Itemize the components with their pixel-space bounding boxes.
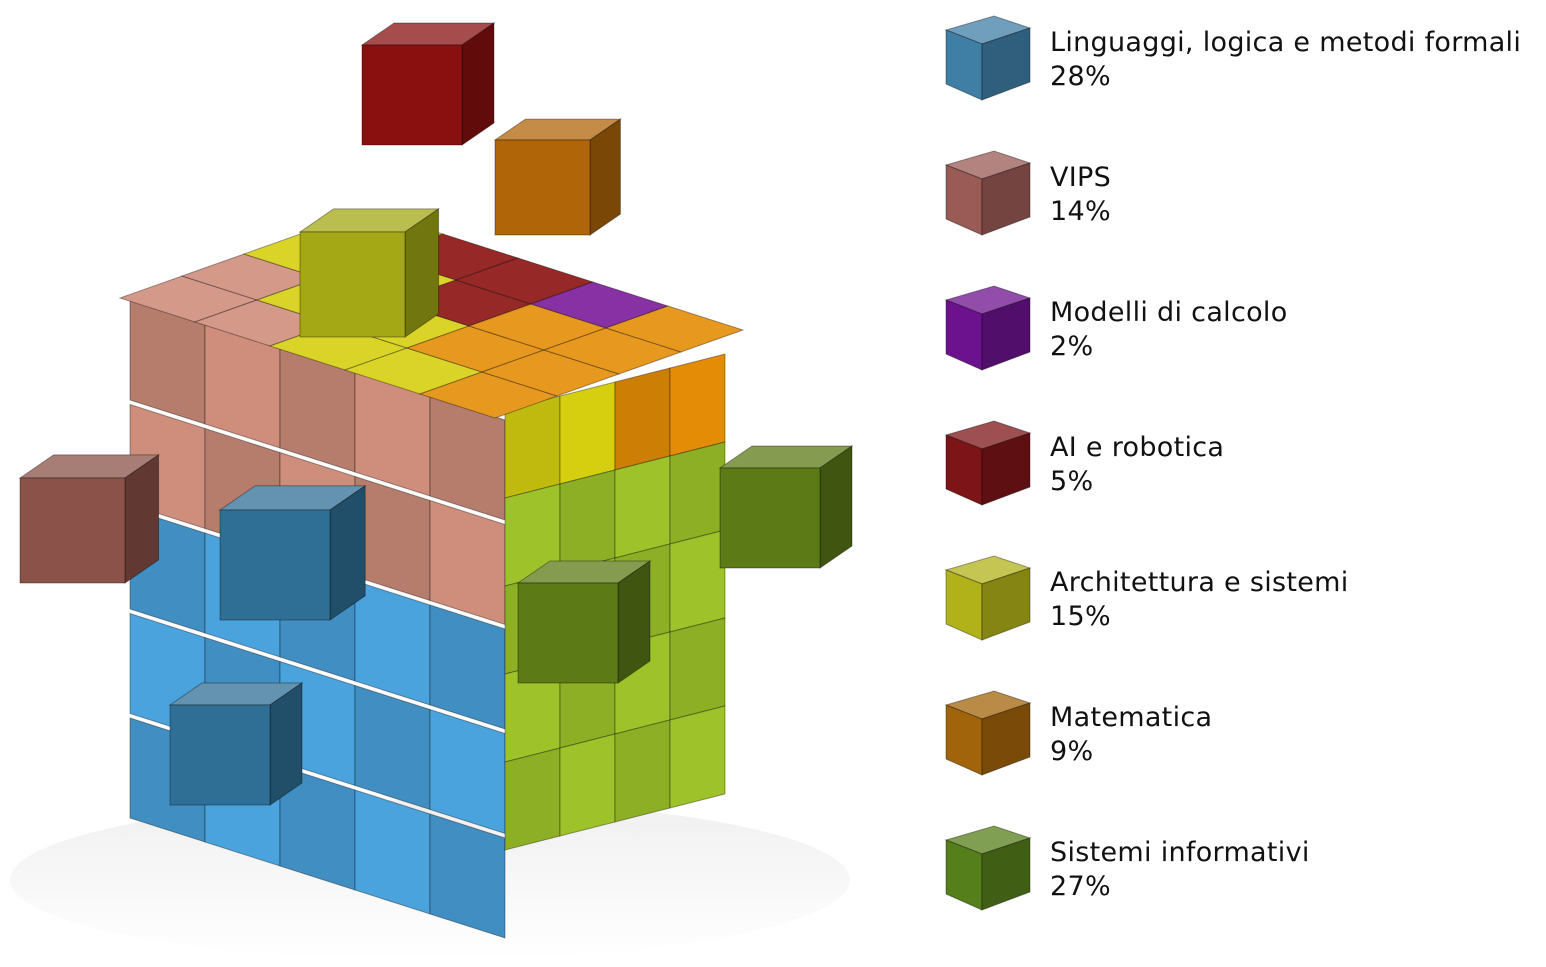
right-face-block (559, 381, 616, 485)
legend-label: Architettura e sistemi (1050, 567, 1349, 598)
floating-cube-orange (493, 118, 623, 236)
cube-side-face (589, 118, 621, 236)
legend-label: Linguaggi, logica e metodi formali (1050, 27, 1522, 58)
cube-side-face (329, 484, 366, 621)
stacked-cube (118, 209, 745, 939)
left-face-block (429, 604, 506, 730)
cube-front-face (494, 139, 591, 236)
floating-cube-olive (298, 207, 441, 338)
cube-front-face (361, 44, 463, 146)
top-face-block (604, 305, 745, 353)
right-face-block (669, 441, 726, 545)
cube-purple-icon (944, 285, 1032, 371)
cube-front-face (169, 704, 271, 806)
legend-label: Modelli di calcolo (1050, 297, 1288, 328)
cube-side-face (981, 702, 1031, 776)
cube-side-face (404, 207, 440, 338)
cube-side-face (981, 432, 1031, 506)
left-face-block (354, 684, 431, 811)
floating-cube-blue-bottom (168, 682, 304, 806)
legend-value: 28% (1050, 61, 1111, 92)
left-face-block (354, 475, 431, 602)
cube-side-face (981, 162, 1031, 236)
legend-label: AI e robotica (1050, 432, 1225, 463)
cube-side-face (617, 560, 651, 684)
legend-value: 27% (1050, 871, 1111, 902)
legend-value: 5% (1050, 466, 1094, 497)
floating-cube-brown (18, 453, 161, 584)
cube-side-face (981, 837, 1031, 911)
right-face-block (614, 719, 671, 823)
right-face-block (669, 617, 726, 721)
left-face-block (429, 813, 506, 939)
cube-side-face (269, 682, 303, 806)
cube-side-face (981, 297, 1031, 371)
cube-front-face (719, 467, 821, 569)
cube-front-face (19, 477, 126, 584)
floating-cube-blue (218, 484, 367, 621)
legend-label: Sistemi informativi (1050, 837, 1310, 868)
left-face-block (354, 580, 431, 706)
floating-cube-red (360, 22, 496, 146)
right-face-block (614, 455, 671, 559)
cube-orange-icon (944, 690, 1032, 776)
cube-illustration (10, 22, 854, 960)
legend-value: 15% (1050, 601, 1111, 632)
right-face-block (559, 469, 616, 573)
cube-green-icon (944, 825, 1032, 911)
legend-value: 2% (1050, 331, 1094, 362)
right-face-block (669, 705, 726, 809)
legend-value: 14% (1050, 196, 1111, 227)
cube-pink-icon (944, 150, 1032, 236)
legend-value: 9% (1050, 736, 1094, 767)
floating-cubes (18, 22, 854, 806)
legend-label: Matematica (1050, 702, 1213, 733)
cube-front-face (219, 509, 331, 621)
floating-cube-green-right (718, 445, 854, 569)
cube-front-face (299, 231, 406, 338)
cube-side-face (819, 445, 853, 569)
cube-side-face (981, 27, 1031, 101)
cube-side-face (124, 453, 160, 584)
floating-cube-green (516, 560, 652, 684)
right-face-block (614, 367, 671, 471)
cube-side-face (981, 567, 1031, 641)
right-face-block (504, 747, 561, 851)
left-face-block (429, 499, 506, 626)
cube-red-icon (944, 420, 1032, 506)
legend-label: VIPS (1050, 162, 1112, 193)
cube-front-face (517, 582, 619, 684)
right-face-block (559, 733, 616, 837)
cube-yellow-icon (944, 555, 1032, 641)
right-face-block (669, 353, 726, 457)
right-face-block (669, 529, 726, 633)
cube-blue-icon (944, 15, 1032, 101)
cube-side-face (461, 22, 495, 146)
